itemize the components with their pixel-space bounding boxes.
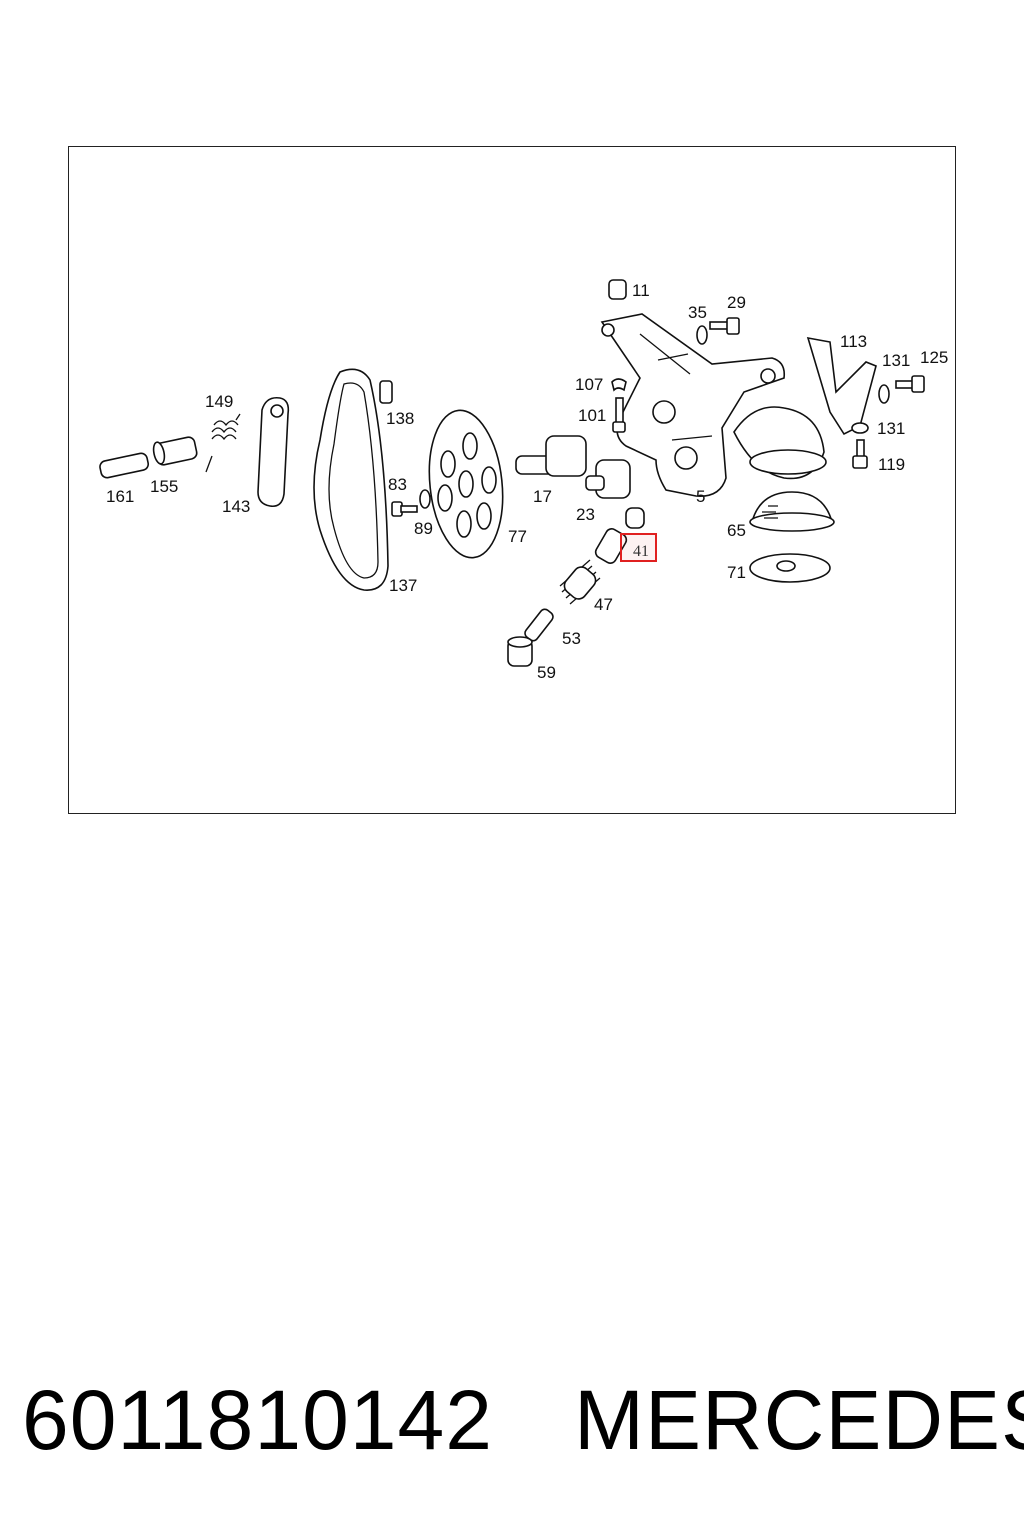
exploded-parts-diagram: 11 35 29 113 131 125 107 101 131 119 149… — [99, 279, 948, 682]
part-bolt-119 — [852, 439, 868, 469]
part-bolt-125 — [895, 375, 925, 393]
part-link-138 — [379, 380, 393, 404]
highlight-box-41 — [620, 533, 657, 562]
part-bolt-101 — [612, 397, 626, 433]
label-161: 161 — [106, 487, 134, 506]
label-47: 47 — [594, 595, 613, 614]
label-143: 143 — [222, 497, 250, 516]
label-125: 125 — [920, 348, 948, 367]
label-131-upper: 131 — [882, 351, 910, 370]
label-131-lower: 131 — [877, 419, 905, 438]
footer: 6011810142 MERCEDES — [0, 1370, 1024, 1470]
part-washer-131b — [851, 422, 869, 434]
label-155: 155 — [150, 477, 178, 496]
part-sprocket-77 — [428, 409, 504, 559]
part-strainer-65 — [749, 491, 835, 532]
part-drive-gear-17 — [515, 435, 587, 477]
label-59: 59 — [537, 663, 556, 682]
part-spring-47 — [559, 559, 601, 605]
label-77: 77 — [508, 527, 527, 546]
part-washer-89 — [419, 489, 431, 509]
part-bolt-29 — [709, 317, 740, 335]
label-65: 65 — [727, 521, 746, 540]
label-137: 137 — [389, 576, 417, 595]
label-119: 119 — [878, 455, 905, 474]
label-17: 17 — [533, 487, 552, 506]
label-23: 23 — [576, 505, 595, 524]
part-pin-161 — [99, 452, 150, 479]
part-bushing-155 — [152, 436, 198, 466]
label-138: 138 — [386, 409, 414, 428]
part-sleeve-11 — [608, 279, 627, 300]
label-89: 89 — [414, 519, 433, 538]
part-washer-35 — [696, 325, 708, 345]
part-spring-149 — [205, 413, 241, 473]
part-pump-housing-5 — [600, 313, 827, 497]
diagram-frame — [68, 146, 956, 814]
part-clip-107 — [611, 378, 627, 392]
part-plug-59 — [507, 636, 533, 667]
label-107: 107 — [575, 375, 603, 394]
brand-name: MERCEDES — [574, 1373, 1024, 1467]
part-washer-131a — [878, 384, 890, 404]
part-bolt-83 — [391, 501, 418, 517]
label-53: 53 — [562, 629, 581, 648]
part-plate-71 — [749, 553, 831, 583]
label-5: 5 — [696, 487, 705, 506]
part-number: 6011810142 — [22, 1373, 493, 1467]
label-29: 29 — [727, 293, 746, 312]
label-101: 101 — [578, 406, 606, 425]
part-bracket-113 — [806, 336, 877, 436]
label-149: 149 — [205, 392, 233, 411]
label-35: 35 — [688, 303, 707, 322]
label-83: 83 — [388, 475, 407, 494]
part-driven-gear-23 — [585, 459, 631, 499]
part-valve-41 — [594, 507, 645, 564]
label-11: 11 — [632, 281, 650, 300]
label-113: 113 — [840, 332, 867, 351]
label-71: 71 — [727, 563, 746, 582]
part-chain-137 — [313, 368, 389, 591]
part-tensioner-143 — [257, 396, 290, 508]
label-41: 41 — [633, 543, 649, 560]
